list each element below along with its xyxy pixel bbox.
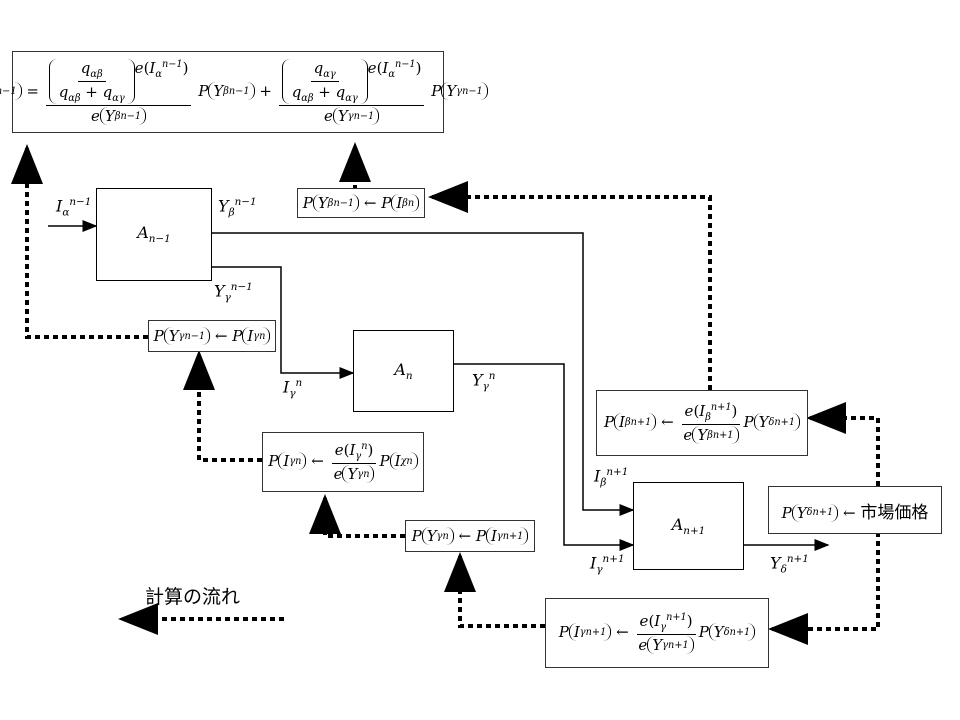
- market-price-label: 市場価格: [860, 502, 929, 523]
- y-beta-flow-line: [210, 232, 635, 516]
- calc-flow-to-p-y-gamma-n: [444, 552, 545, 628]
- calc-flow-to-p-y-beta: [428, 181, 712, 390]
- label-i-beta-n-plus-1: Iβn+1: [594, 466, 629, 489]
- calc-flow-market-to-beta: [806, 402, 880, 486]
- label-i-alpha-n-minus-1: Iαn−1: [56, 196, 92, 219]
- y-gamma-n-flow-line: [452, 363, 635, 551]
- block-a-n-plus-1: An+1: [633, 482, 744, 570]
- calc-flow-market-to-gamma: [768, 532, 880, 645]
- block-a-n-minus-1: An−1: [96, 188, 212, 281]
- label-i-gamma-n-plus-1: Iγn+1: [590, 553, 625, 576]
- y-gamma-n-1-flow-line: [210, 266, 355, 379]
- label-y-delta-n-plus-1: Yδn+1: [770, 553, 809, 576]
- block-a-n: An: [353, 330, 454, 412]
- label-y-gamma-n-minus-1: Yγn−1: [214, 281, 253, 304]
- calc-flow-to-p-y-gamma-n-1: [183, 350, 262, 462]
- calc-flow-to-p-i-gamma-n: [309, 494, 405, 538]
- label-y-beta-n-minus-1: Yβn−1: [218, 196, 257, 219]
- label-y-gamma-n: Yγn: [472, 370, 496, 393]
- calc-flow-legend-label: 計算の流れ: [145, 586, 241, 608]
- label-i-gamma-n: Iγn: [283, 377, 303, 400]
- calc-flow-to-top-left: [10, 144, 148, 339]
